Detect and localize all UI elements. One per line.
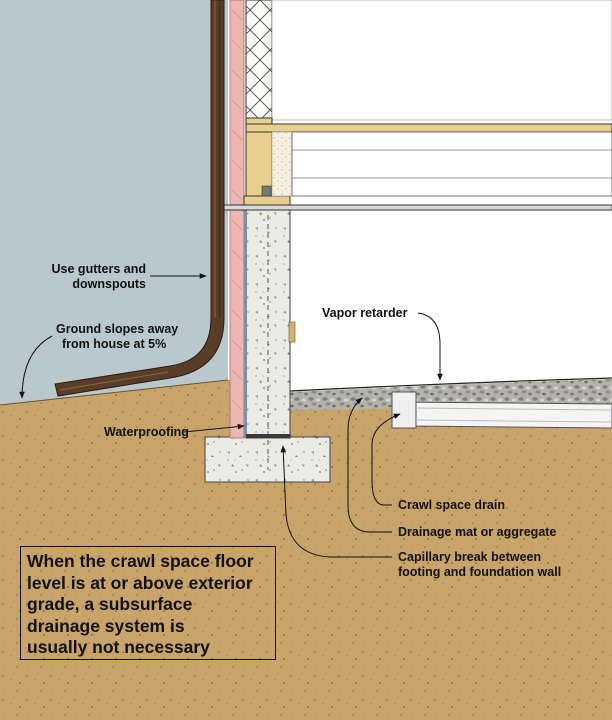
drainage-mat-leader — [347, 397, 392, 533]
note-line: drainage system is — [27, 615, 185, 636]
capillary-break — [246, 434, 290, 438]
capillary-break-label: Capillary break between footing and foun… — [398, 550, 562, 579]
crawl-space — [290, 210, 612, 396]
waterproofing-label: Waterproofing — [104, 425, 189, 439]
vapor-retarder-leader — [417, 312, 443, 381]
exterior-siding — [0, 0, 228, 405]
downspout — [54, 0, 225, 397]
note-line: When the crawl space floor — [27, 551, 254, 571]
vapor-retarder-label: Vapor retarder — [322, 306, 408, 320]
foam-insulation — [229, 0, 245, 439]
drainage-aggregate — [290, 379, 612, 410]
waterproofing-layer — [244, 210, 247, 438]
crawl-space-drain-label: Crawl space drain — [398, 498, 505, 512]
floor-joist — [291, 131, 612, 197]
floor-underside — [217, 204, 612, 211]
ground-slope-leader — [19, 335, 53, 399]
wall-batt-insulation — [245, 0, 273, 119]
note-box: When the crawl space floor level is at o… — [20, 546, 276, 660]
drainage-mat-label: Drainage mat or aggregate — [398, 525, 557, 539]
note-line: usually not necessary — [27, 637, 210, 657]
gutters-label: Use gutters and downspouts — [51, 262, 146, 291]
ground-slope-label: Ground slopes away from house at 5% — [56, 322, 179, 351]
waterproofing-leader — [183, 423, 245, 433]
drain-pipe — [395, 401, 612, 429]
note-line: grade, a subsurface — [27, 594, 193, 614]
crawl-drain-leader — [371, 413, 401, 506]
note-line: level is at or above exterior — [27, 572, 253, 593]
capillary-break-leader — [280, 445, 392, 558]
ground-soil — [0, 380, 612, 720]
vapor-retarder-sheet — [289, 377, 612, 392]
joist-insulation — [271, 131, 293, 197]
subfloor — [245, 123, 612, 133]
